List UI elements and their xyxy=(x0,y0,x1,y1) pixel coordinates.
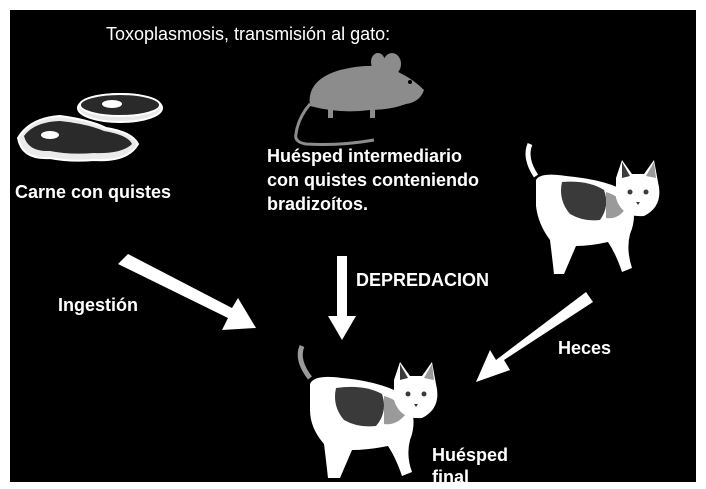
intermediate-host-line: Huésped intermediario xyxy=(267,146,463,166)
intermediate-host-line: con quistes conteniendo xyxy=(267,170,480,190)
feces-arrow xyxy=(476,292,593,382)
diagram-graphics xyxy=(16,53,660,478)
ingestion-label: Ingestión xyxy=(58,295,138,315)
intermediate-host-line: bradizoítos. xyxy=(267,194,369,214)
cat-icon-upper xyxy=(525,143,660,274)
predation-arrow xyxy=(328,256,356,340)
intermediate-host-label: Huésped intermediario con quistes conten… xyxy=(267,144,479,216)
meat-icon xyxy=(16,93,163,162)
ingestion-arrow xyxy=(118,254,256,330)
diagram-title: Toxoplasmosis, transmisión al gato: xyxy=(106,24,391,44)
diagram-canvas: Toxoplasmosis, transmisión al gato: Carn… xyxy=(10,10,696,482)
final-host-line: final xyxy=(432,467,470,482)
final-host-label: Huésped final xyxy=(432,444,508,482)
mouse-icon xyxy=(294,53,424,146)
cat-icon-final xyxy=(297,345,438,478)
meat-label: Carne con quistes xyxy=(15,182,172,202)
final-host-line: Huésped xyxy=(432,445,509,465)
feces-label: Heces xyxy=(558,338,612,358)
predation-label: DEPREDACION xyxy=(356,270,490,290)
